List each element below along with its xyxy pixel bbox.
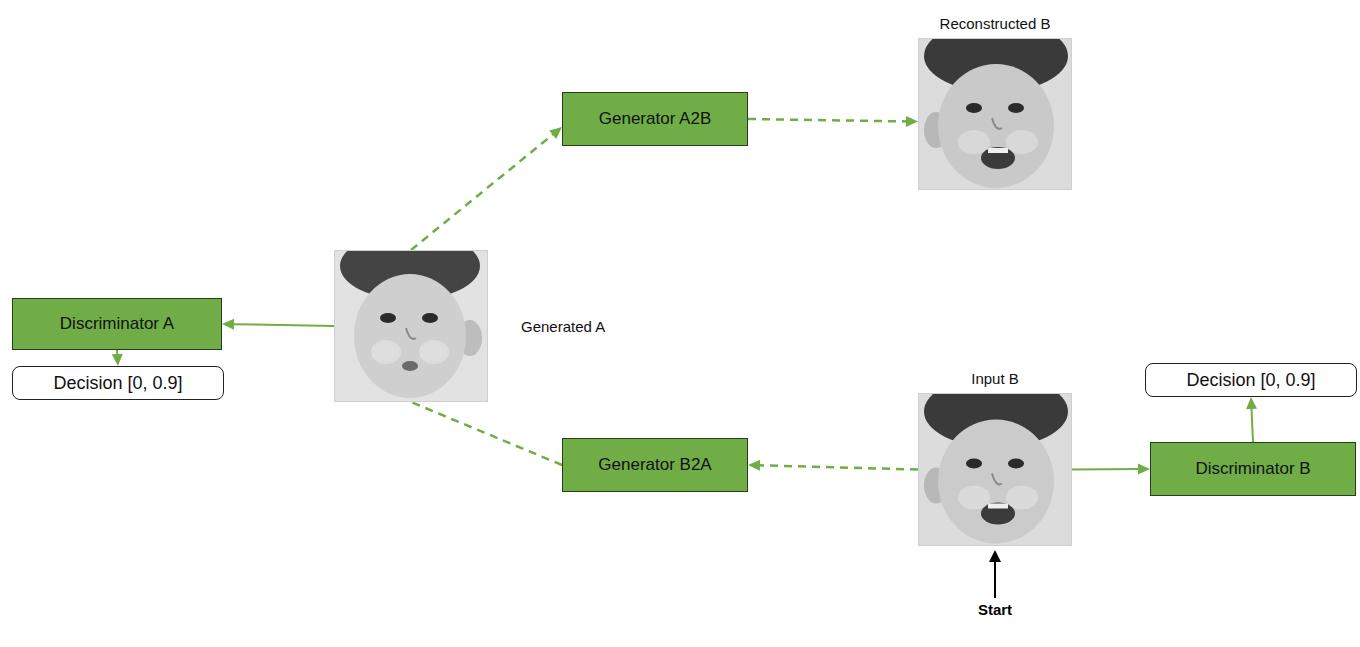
discriminator-box: Discriminator A bbox=[12, 298, 222, 350]
image-caption: Reconstructed B bbox=[940, 15, 1051, 32]
box-label: Discriminator A bbox=[60, 314, 174, 334]
start-label: Start bbox=[978, 601, 1012, 618]
box-label: Generator B2A bbox=[598, 455, 711, 475]
start-arrow bbox=[985, 548, 1005, 600]
flow-arrow bbox=[1246, 397, 1257, 442]
flow-arrow bbox=[222, 319, 334, 330]
flow-arrow bbox=[1072, 464, 1150, 475]
baby-photo bbox=[918, 393, 1072, 546]
generator-box: Generator A2B bbox=[562, 92, 748, 146]
box-label: Decision [0, 0.9] bbox=[1186, 370, 1315, 391]
baby-photo bbox=[334, 250, 488, 402]
dashed-arrow bbox=[748, 116, 918, 127]
generator-box: Generator B2A bbox=[562, 438, 748, 492]
image-frame: Generated A bbox=[334, 250, 488, 402]
dashed-arrow bbox=[411, 402, 562, 465]
dashed-arrow bbox=[411, 127, 562, 250]
flow-arrow bbox=[112, 350, 123, 366]
box-label: Discriminator B bbox=[1195, 459, 1310, 479]
image-caption: Generated A bbox=[521, 318, 605, 335]
dashed-arrow bbox=[748, 460, 918, 471]
discriminator-box: Discriminator B bbox=[1150, 442, 1356, 496]
baby-photo bbox=[918, 38, 1072, 190]
box-label: Generator A2B bbox=[599, 109, 711, 129]
box-label: Decision [0, 0.9] bbox=[53, 373, 182, 394]
image-caption: Input B bbox=[971, 370, 1019, 387]
decision-box: Decision [0, 0.9] bbox=[1145, 363, 1357, 397]
decision-box: Decision [0, 0.9] bbox=[12, 366, 224, 400]
image-frame: Input B bbox=[918, 393, 1072, 546]
image-frame: Reconstructed B bbox=[918, 38, 1072, 190]
